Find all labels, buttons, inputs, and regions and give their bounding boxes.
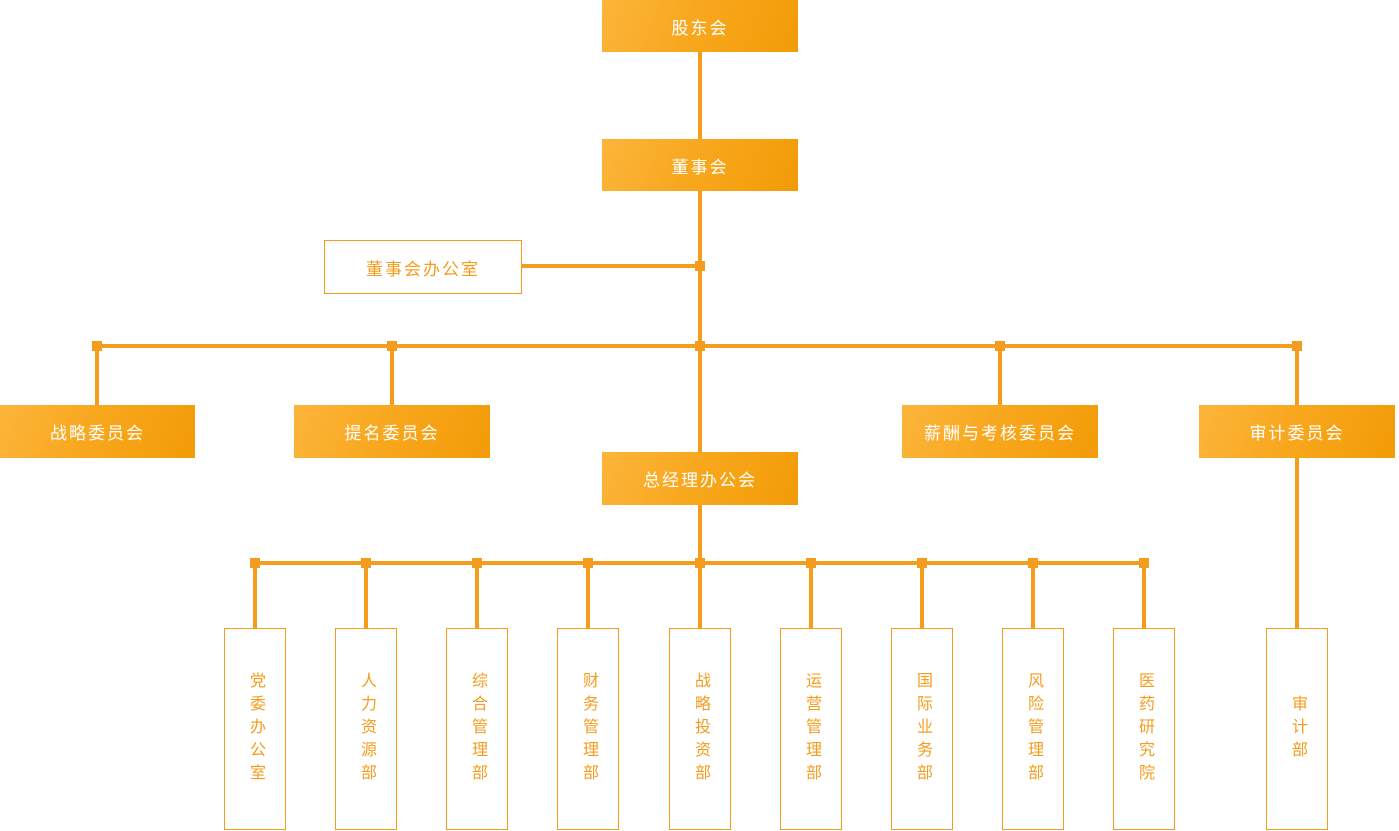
connector-node <box>583 558 593 568</box>
dept-general-management: 综合管理部 <box>446 628 508 830</box>
dept-label: 审计部 <box>1289 694 1306 764</box>
connector-audit-committee-audit-dept <box>1295 458 1299 628</box>
dept-human-resources: 人力资源部 <box>335 628 397 830</box>
connector-node <box>387 341 397 351</box>
dept-label: 风险管理部 <box>1025 671 1042 787</box>
node-nomination-committee: 提名委员会 <box>294 405 490 458</box>
node-board: 董事会 <box>602 139 798 191</box>
dept-risk-management: 风险管理部 <box>1002 628 1064 830</box>
dept-international-business: 国际业务部 <box>891 628 953 830</box>
node-shareholders-label: 股东会 <box>671 18 729 38</box>
connector-node <box>1139 558 1149 568</box>
dept-label: 医药研究院 <box>1136 671 1153 787</box>
node-strategy-committee: 战略委员会 <box>0 405 195 458</box>
dept-label: 国际业务部 <box>914 671 931 787</box>
connector-drop-dept-3 <box>475 563 479 628</box>
node-board-office-label: 董事会办公室 <box>366 259 480 279</box>
connector-node <box>695 261 705 271</box>
dept-audit: 审计部 <box>1266 628 1328 830</box>
dept-label: 党委办公室 <box>247 671 264 787</box>
connector-node <box>995 341 1005 351</box>
dept-party-committee-office: 党委办公室 <box>224 628 286 830</box>
connector-node <box>361 558 371 568</box>
node-gm-office: 总经理办公会 <box>602 452 798 505</box>
connector-board-office <box>521 264 700 268</box>
connector-drop-dept-4 <box>586 563 590 628</box>
connector-gm-office-bus <box>698 505 702 563</box>
dept-label: 战略投资部 <box>692 671 709 787</box>
connector-node <box>472 558 482 568</box>
node-shareholders: 股东会 <box>602 0 798 52</box>
node-remuneration-committee: 薪酬与考核委员会 <box>902 405 1098 458</box>
dept-label: 综合管理部 <box>469 671 486 787</box>
connector-node <box>1028 558 1038 568</box>
connector-drop-audit-committee <box>1295 346 1299 405</box>
connector-node <box>1292 341 1302 351</box>
node-audit-committee: 审计委员会 <box>1199 405 1395 458</box>
dept-label: 财务管理部 <box>580 671 597 787</box>
connector-drop-dept-8 <box>1031 563 1035 628</box>
connector-node <box>92 341 102 351</box>
connector-node <box>806 558 816 568</box>
connector-drop-dept-7 <box>920 563 924 628</box>
connector-drop-dept-2 <box>364 563 368 628</box>
dept-financial-management: 财务管理部 <box>557 628 619 830</box>
connector-node <box>250 558 260 568</box>
connector-drop-nomination <box>390 346 394 405</box>
dept-strategic-investment: 战略投资部 <box>669 628 731 830</box>
connector-drop-dept-6 <box>809 563 813 628</box>
connector-drop-remuneration <box>998 346 1002 405</box>
dept-label: 运营管理部 <box>803 671 820 787</box>
node-audit-committee-label: 审计委员会 <box>1249 424 1345 443</box>
connector-node <box>917 558 927 568</box>
connector-drop-dept-1 <box>253 563 257 628</box>
connector-drop-dept-5 <box>698 563 702 628</box>
connector-shareholders-board <box>698 52 702 139</box>
node-gm-office-label: 总经理办公会 <box>643 471 757 490</box>
node-remuneration-committee-label: 薪酬与考核委员会 <box>924 424 1076 443</box>
connector-drop-strategy <box>95 346 99 405</box>
connector-board-gm-office <box>698 190 702 452</box>
node-board-office: 董事会办公室 <box>324 240 522 294</box>
dept-pharma-research-institute: 医药研究院 <box>1113 628 1175 830</box>
connector-node <box>695 341 705 351</box>
dept-label: 人力资源部 <box>358 671 375 787</box>
connector-node <box>695 558 705 568</box>
connector-drop-dept-9 <box>1142 563 1146 628</box>
node-board-label: 董事会 <box>671 157 729 177</box>
node-nomination-committee-label: 提名委员会 <box>344 424 440 443</box>
node-strategy-committee-label: 战略委员会 <box>50 424 145 443</box>
dept-operations-management: 运营管理部 <box>780 628 842 830</box>
